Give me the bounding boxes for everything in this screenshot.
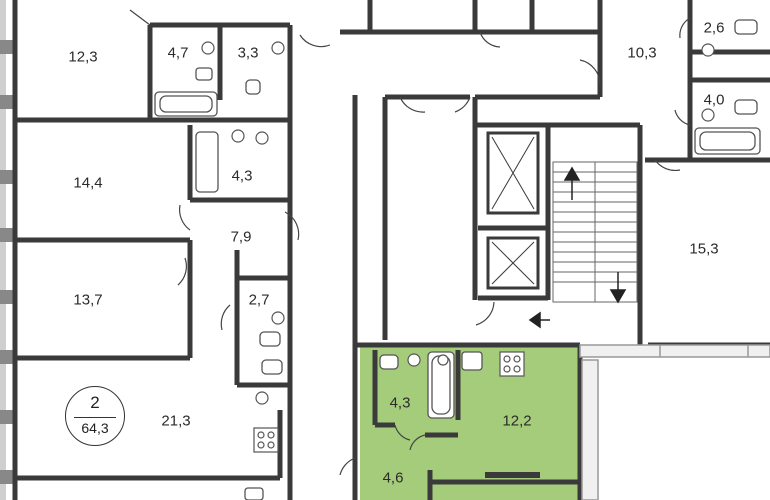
sink-icon	[201, 41, 715, 405]
room-area: 2,6	[703, 19, 725, 37]
total-area: 64,3	[81, 420, 109, 436]
room-area: 4,3	[231, 167, 253, 185]
room-area: 4,7	[167, 44, 189, 62]
room-area: 15,3	[689, 240, 719, 258]
room-area: 4,0	[703, 91, 725, 109]
stove-icon	[253, 351, 525, 453]
room-area: 14,4	[73, 174, 103, 192]
room-area: 10,3	[627, 44, 657, 62]
wardrobe	[485, 472, 540, 478]
badge-divider	[74, 417, 116, 418]
room-area: 4,6	[382, 469, 404, 487]
room-area: 7,9	[230, 228, 252, 246]
elevator-icon	[486, 131, 540, 290]
room-area: 3,3	[237, 44, 259, 62]
room-area: 4,3	[389, 394, 411, 412]
stairs	[552, 161, 638, 303]
room-area: 2,7	[248, 291, 270, 309]
left-facade	[0, 0, 14, 500]
room-area: 13,7	[73, 291, 103, 309]
stairs-arrow-icon	[528, 166, 627, 329]
fixtures	[154, 19, 761, 500]
doors	[129, 9, 691, 476]
right-facade	[579, 344, 770, 500]
walls	[12, 0, 770, 500]
apartment-badge[interactable]: 2 64,3	[65, 386, 125, 446]
highlighted-apartment[interactable]	[360, 345, 578, 500]
room-area: 12,3	[68, 48, 98, 66]
room-area: 21,3	[161, 412, 191, 430]
room-area: 12,2	[502, 412, 532, 430]
room-count: 2	[90, 393, 100, 412]
